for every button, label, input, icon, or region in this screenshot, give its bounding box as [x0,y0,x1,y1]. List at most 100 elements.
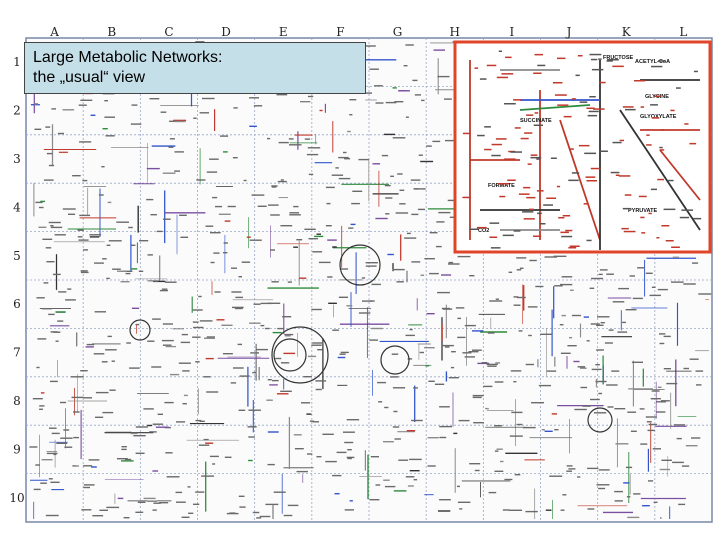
metabolite-label [623,482,630,484]
metabolite-label [551,413,557,415]
column-label: E [279,25,288,39]
inset-text-detail [618,175,631,177]
metabolite-label [509,509,522,511]
metabolite-label [193,326,204,329]
metabolite-label [121,460,134,462]
inset-text-detail [623,230,636,233]
metabolite-label [370,300,375,302]
metabolite-label [593,412,607,414]
metabolite-label [648,423,658,426]
metabolite-label [384,184,391,187]
metabolite-label [409,458,422,461]
metabolite-label [116,221,129,223]
inset-text-detail [533,72,542,74]
metabolite-label [99,509,108,511]
metabolite-label [29,446,38,448]
metabolite-label [50,225,54,227]
metabolite-label [35,464,40,466]
metabolite-label [45,514,59,517]
row-label: 6 [13,297,21,311]
metabolite-label [583,316,589,318]
metabolite-label [135,452,145,454]
metabolite-label [544,430,553,432]
metabolite-label [661,459,672,461]
metabolite-label [196,179,206,181]
metabolite-label [570,289,574,291]
metabolite-label [252,511,260,514]
inset-text-detail [589,53,602,56]
metabolite-label [121,446,127,448]
metabolite-label [316,456,322,458]
metabolite-label [176,421,186,423]
inset-text-detail [661,225,670,227]
metabolite-label [95,391,109,394]
metabolite-label [156,230,163,233]
metabolite-label [237,343,242,346]
metabolite-label [597,316,610,318]
metabolite-label [149,98,160,100]
pathway-cycle [587,407,613,433]
metabolite-label [394,101,404,103]
metabolite-label [347,449,352,451]
metabolite-label [509,435,523,437]
metabolite-label [192,321,199,323]
metabolite-label [155,426,169,428]
metabolite-label [199,320,213,322]
metabolite-label [203,376,211,378]
metabolite-label [163,218,171,220]
metabolite-label [362,300,373,302]
metabolite-label [312,421,319,423]
inset-text-detail [474,67,479,69]
metabolite-label [450,366,455,369]
metabolite-label [221,324,233,326]
metabolite-label [614,490,623,493]
metabolite-label [248,436,255,438]
metabolite-label [695,370,704,372]
column-label: D [221,25,231,39]
inset-text-detail [484,148,492,151]
inset-text-detail [484,126,491,128]
metabolite-label [223,242,228,244]
metabolite-label [46,152,53,155]
metabolite-label [647,429,655,432]
metabolite-label [424,347,435,349]
metabolite-label [663,335,671,338]
inset-text-detail [646,144,652,146]
metabolite-label [474,469,480,472]
metabolite-label [561,314,566,317]
metabolite-label [657,386,662,388]
metabolite-label [566,465,573,467]
column-label: K [622,25,632,39]
metabolite-label [405,334,415,337]
metabolite-label [596,484,610,486]
metabolite-label [306,153,319,156]
metabolite-label [351,202,360,205]
metabolite-label [277,180,287,183]
metabolite-label [322,433,334,435]
metabolite-label [193,503,200,505]
metabolite-label [608,329,614,331]
metabolite-label [640,443,648,445]
metabolite-label [458,419,470,422]
inset-text-detail [606,60,613,62]
metabolite-label [39,408,43,410]
metabolite-label [83,486,90,489]
column-label: F [336,25,344,39]
metabolite-label [614,408,626,410]
metabolite-label [85,346,94,348]
row-label: 3 [13,152,21,166]
inset-text-detail [491,143,502,146]
metabolite-label [249,97,259,99]
metabolite-label [101,361,108,363]
metabolite-label [130,123,142,125]
metabolite-label [226,512,239,515]
metabolite-label [508,271,513,273]
metabolite-label [293,434,302,436]
metabolite-label [411,261,421,263]
metabolite-label [626,496,631,498]
metabolite-label [349,114,353,116]
metabolite-label [65,299,76,301]
inset-text-detail [591,68,604,71]
metabolite-label [50,226,63,229]
metabolite-label [235,296,243,299]
